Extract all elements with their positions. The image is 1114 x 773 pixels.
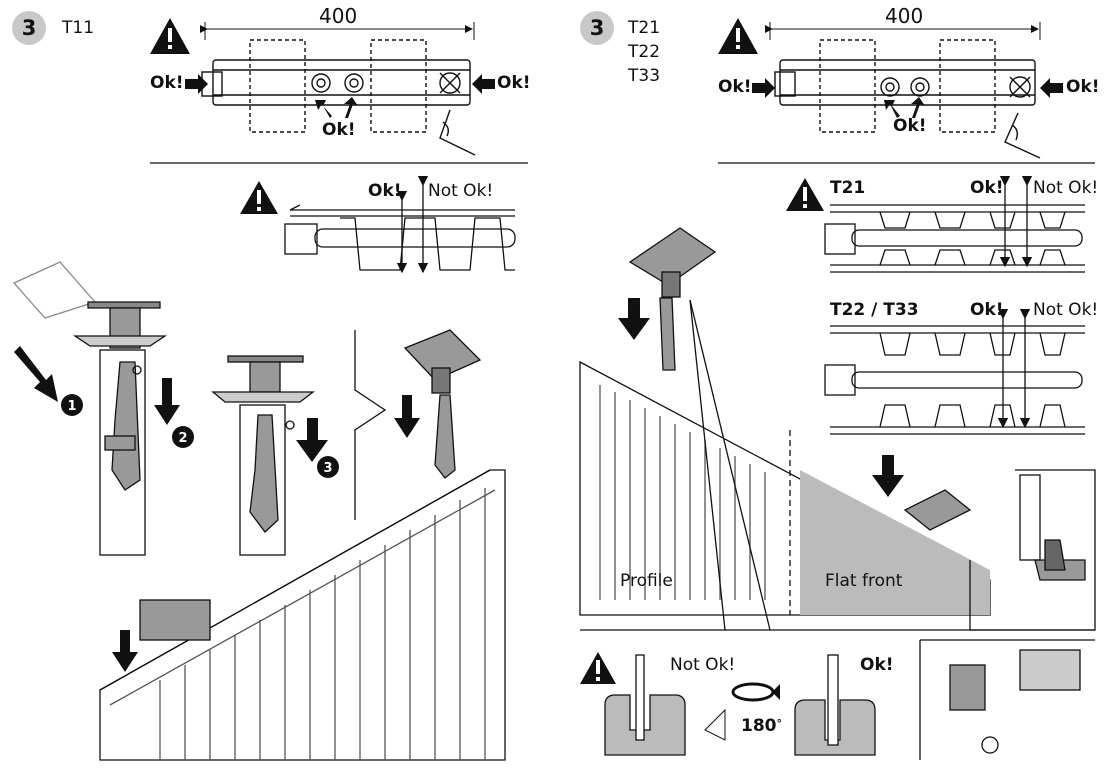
step-number-badge: 3 — [12, 11, 46, 45]
warning-icon — [150, 18, 190, 54]
not-ok-label: Not Ok! — [1033, 300, 1099, 320]
bracket-falling — [628, 227, 717, 371]
arrow-down-icon — [394, 395, 420, 438]
arrow-left-icon — [1040, 78, 1063, 98]
model-label: T22 — [628, 42, 661, 62]
radiator-top-view — [774, 39, 1041, 159]
arrow-down-icon — [154, 378, 180, 425]
sequence-badge — [317, 456, 339, 478]
rotation-label: 180° — [741, 716, 782, 736]
clip-detail-closeup — [919, 639, 1095, 760]
flat-front-label: Flat front — [825, 571, 903, 591]
arrow-up-icon — [315, 100, 332, 118]
arrow-left-icon — [472, 74, 495, 94]
profile-label: Profile — [620, 571, 673, 591]
radiator-section-detail — [284, 175, 516, 274]
ok-label: Ok! — [322, 120, 356, 140]
arrow-up-icon — [344, 97, 358, 118]
not-ok-label: Not Ok! — [428, 181, 494, 201]
ok-label: Ok! — [368, 181, 402, 201]
bracket-callout — [354, 329, 482, 520]
radiator-section-t21 — [824, 175, 1085, 273]
rotation-icon — [731, 682, 775, 702]
arrow-down-icon — [872, 455, 904, 497]
dimension-line — [200, 22, 475, 40]
warning-icon — [580, 652, 616, 684]
model-label: T33 — [628, 66, 661, 86]
warning-icon — [240, 181, 278, 214]
radiator-panel — [579, 299, 1095, 631]
ok-label: Ok! — [1066, 77, 1100, 97]
arrow-down-icon — [618, 298, 650, 340]
arrow-down-icon — [14, 346, 58, 402]
model-list: T21 T22 T33 — [628, 16, 660, 88]
dimension-label: 400 — [885, 4, 924, 28]
model-label: T21 — [628, 18, 661, 38]
ok-label: Ok! — [497, 73, 531, 93]
clip-profile-not-ok — [604, 654, 686, 756]
not-ok-label: Not Ok! — [1033, 178, 1099, 198]
dimension-line — [765, 22, 1041, 40]
arrow-right-icon — [185, 74, 208, 94]
viewing-angle-icon — [704, 708, 726, 741]
dimension-label: 400 — [319, 4, 358, 28]
rotation-arrow-icon — [772, 684, 780, 700]
step-number-badge: 3 — [580, 11, 614, 45]
arrow-up-icon — [884, 100, 900, 118]
ok-label: Ok! — [718, 77, 752, 97]
sequence-label: 1 — [67, 399, 76, 414]
arrow-down-icon — [296, 418, 328, 462]
radiator-section-t22-t33 — [824, 308, 1085, 435]
sequence-badge — [172, 426, 194, 448]
bracket-assembly-step-1 — [12, 261, 168, 556]
section-title-t22-t33: T22 / T33 — [830, 300, 919, 320]
ok-label: Ok! — [970, 178, 1004, 198]
clip-profile-ok — [794, 654, 876, 756]
bracket-assembly-step-2 — [211, 355, 315, 556]
model-label: T11 — [62, 18, 95, 38]
arrow-down-icon — [112, 630, 138, 672]
warning-icon — [718, 18, 758, 54]
sequence-label: 3 — [323, 461, 332, 476]
arrow-right-icon — [752, 78, 775, 98]
not-ok-label: Not Ok! — [670, 655, 736, 675]
warning-icon — [786, 178, 824, 211]
ok-label: Ok! — [860, 655, 894, 675]
radiator-top-view — [201, 39, 476, 156]
clip-closeup — [969, 469, 1096, 631]
ok-label: Ok! — [893, 116, 927, 136]
ok-label: Ok! — [150, 73, 184, 93]
sequence-label: 2 — [178, 431, 187, 446]
arrow-up-icon — [911, 97, 925, 118]
section-title-t21: T21 — [830, 178, 866, 198]
radiator-panel — [99, 469, 506, 761]
sequence-badge — [61, 394, 83, 416]
ok-label: Ok! — [970, 300, 1004, 320]
